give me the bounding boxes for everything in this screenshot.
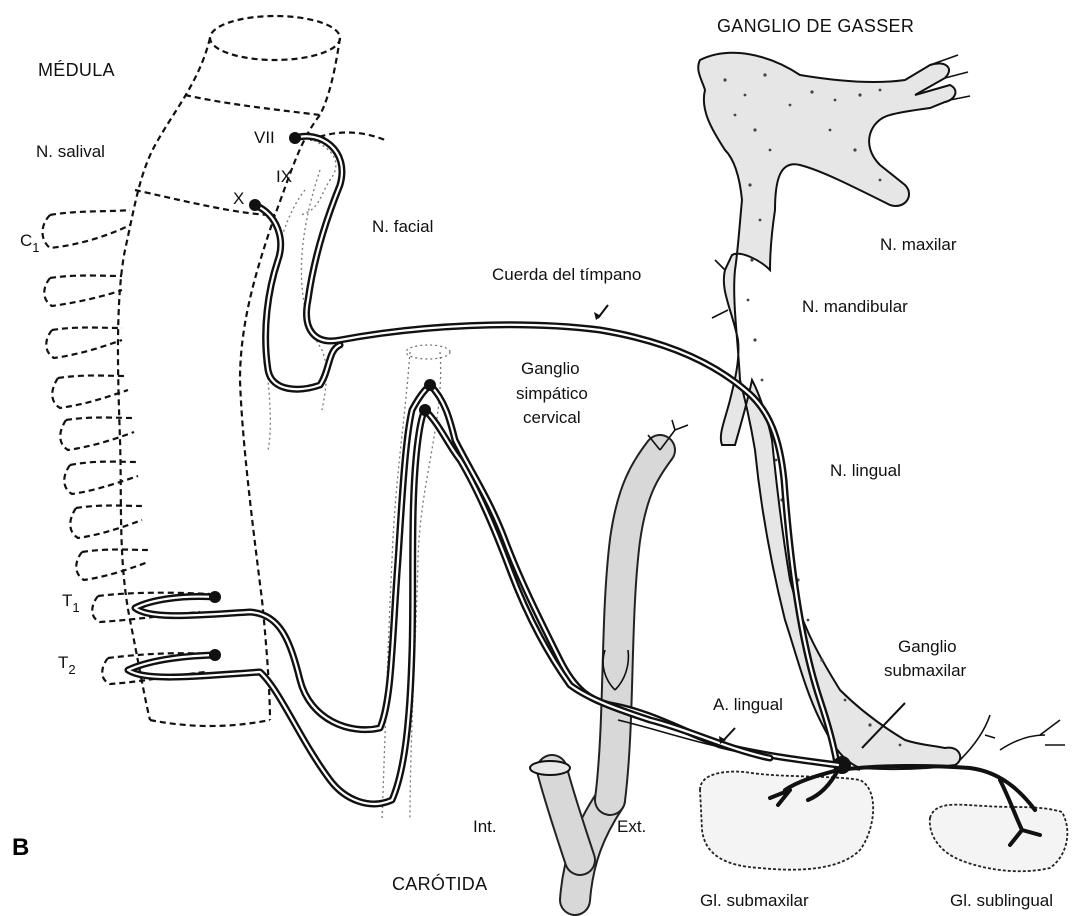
label-ganglio-simpatico-3: cervical xyxy=(523,408,581,427)
label-ganglio-gasser: GANGLIO DE GASSER xyxy=(717,16,914,36)
label-n-mandibular: N. mandibular xyxy=(802,297,908,316)
label-carotida: CARÓTIDA xyxy=(392,873,487,894)
cord-top-ellipse xyxy=(210,16,340,60)
segment-3 xyxy=(46,328,122,359)
cervical-ganglion-neuron-2 xyxy=(419,404,431,416)
segment-c1 xyxy=(43,210,131,248)
internal-carotid-stump-fill xyxy=(552,770,580,860)
label-ganglio-submaxilar-1: Ganglio xyxy=(898,637,957,656)
t2-root-outer xyxy=(128,410,425,804)
panel-label: B xyxy=(12,834,29,861)
cord-bottom xyxy=(150,720,270,726)
label-c1: C1 xyxy=(20,231,40,255)
label-medula: MÉDULA xyxy=(38,60,115,80)
label-ix: IX xyxy=(276,167,292,186)
label-ganglio-simpatico-1: Ganglio xyxy=(521,359,580,378)
segment-7 xyxy=(70,506,142,539)
label-n-maxilar: N. maxilar xyxy=(880,235,957,254)
segment-4 xyxy=(52,376,128,409)
label-ganglio-simpatico-2: simpático xyxy=(516,384,588,403)
segment-2 xyxy=(44,276,122,307)
submaxillary-gland xyxy=(700,772,873,870)
label-t2: T2 xyxy=(58,653,76,677)
t2-root-inner xyxy=(128,410,425,804)
t1-neuron xyxy=(209,591,221,603)
label-x: X xyxy=(233,189,244,208)
label-a-lingual: A. lingual xyxy=(713,695,783,714)
x-nucleus xyxy=(249,199,261,211)
label-n-lingual: N. lingual xyxy=(830,461,901,480)
segment-5 xyxy=(60,418,134,451)
t2-neuron xyxy=(209,649,221,661)
terminal-branch-2 xyxy=(1000,720,1065,750)
terminal-branch-1 xyxy=(960,715,995,760)
segment-6 xyxy=(64,462,138,494)
vii-nucleus xyxy=(289,132,301,144)
carotid-top-dotted xyxy=(406,345,450,359)
label-vii: VII xyxy=(254,128,275,147)
label-ext: Ext. xyxy=(617,817,646,836)
label-n-facial: N. facial xyxy=(372,217,433,236)
label-ganglio-submaxilar-2: submaxilar xyxy=(884,661,967,680)
label-int: Int. xyxy=(473,817,497,836)
label-cuerda-timpano: Cuerda del tímpano xyxy=(492,265,641,284)
segment-8 xyxy=(76,550,148,581)
cervical-ganglion-neuron-1 xyxy=(424,379,436,391)
labels: MÉDULA N. salival VII IX X C1 T1 T2 N. f… xyxy=(12,16,1053,910)
spinal-cord xyxy=(118,16,385,726)
label-n-salival: N. salival xyxy=(36,142,105,161)
trigeminal-nerve xyxy=(698,53,1065,769)
internal-carotid-cut xyxy=(530,761,570,775)
chorda-pointer-head xyxy=(594,312,601,320)
label-t1: T1 xyxy=(62,591,80,615)
brainstem-level-1 xyxy=(185,95,320,115)
label-gl-sublingual: Gl. sublingual xyxy=(950,891,1053,910)
label-gl-submaxilar: Gl. submaxilar xyxy=(700,891,809,910)
sublingual-gland xyxy=(930,805,1068,872)
facial-canal-dotted xyxy=(266,190,305,450)
